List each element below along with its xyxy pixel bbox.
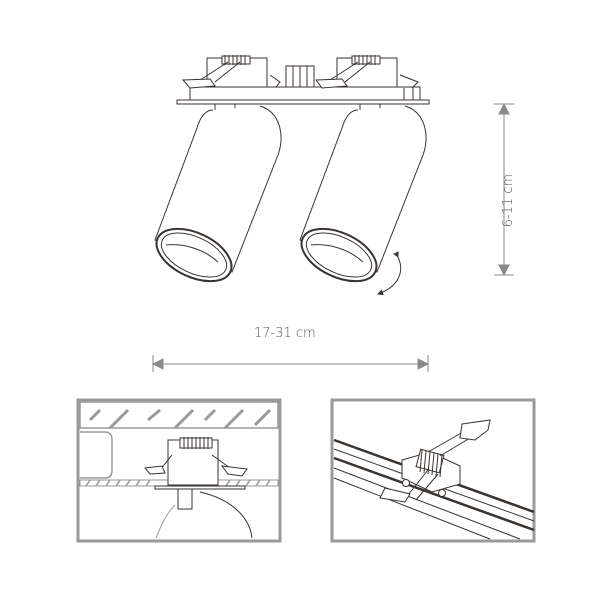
height-dimension-label: 6-11 cm	[501, 173, 517, 228]
spotlight-right	[299, 103, 427, 283]
height-dimension	[494, 102, 514, 277]
spotlight-left	[154, 103, 282, 283]
width-dimension-label: 17-31 cm	[254, 326, 316, 341]
width-dimension	[151, 355, 430, 372]
rotation-arrow-icon	[377, 251, 402, 296]
spring-clip-panel	[330, 398, 536, 543]
fixture-housing	[176, 55, 430, 105]
ceiling-installation-panel	[76, 398, 282, 543]
